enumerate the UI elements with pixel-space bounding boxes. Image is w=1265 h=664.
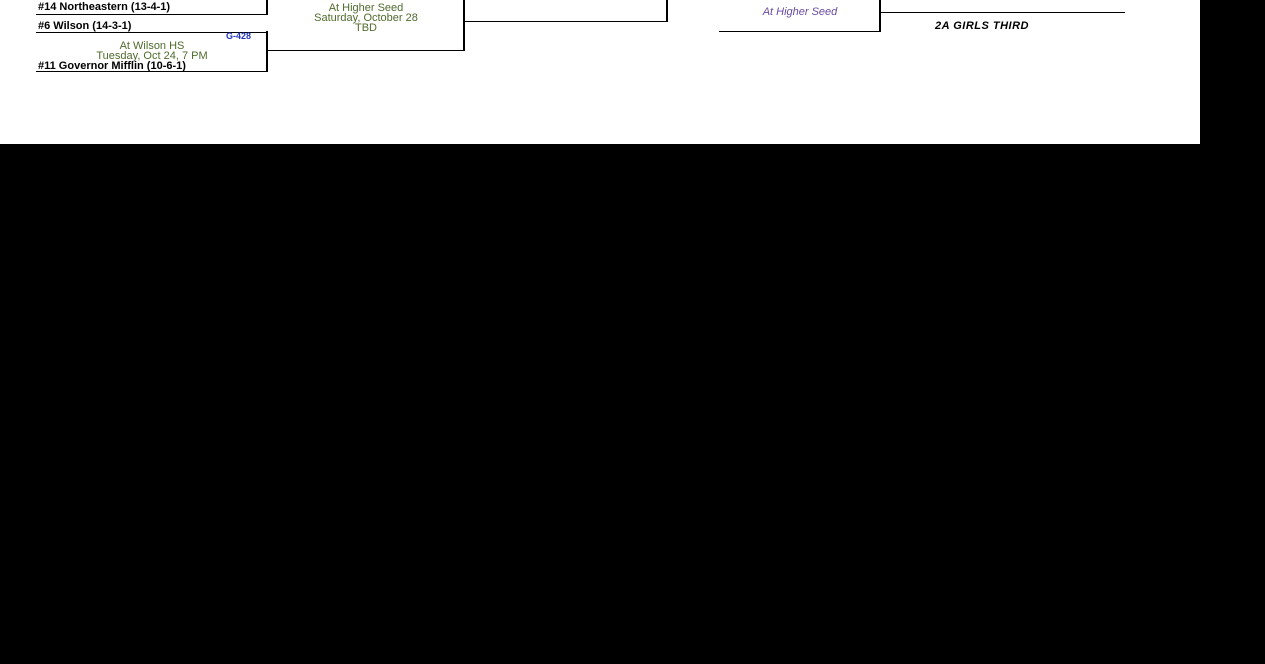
middle-game-venue: At Higher Seed [328, 2, 404, 14]
middle-game-time: TBD [355, 22, 377, 34]
bracket-connector [879, 0, 881, 32]
bracket-line [36, 32, 268, 33]
bracket-line [464, 21, 668, 22]
bracket-connector [463, 0, 465, 51]
bracket-line [36, 71, 268, 72]
bracket-sheet: #14 Northeastern (13-4-1) #6 Wilson (14-… [0, 0, 1200, 144]
game-datetime: Tuesday, Oct 24, 7 PM [96, 50, 208, 62]
bracket-connector [666, 0, 668, 22]
bracket-line [36, 14, 268, 15]
middle-game-number-cut [424, 0, 462, 2]
bracket-connector [266, 31, 268, 72]
bracket-connector [266, 0, 268, 15]
bracket-line [880, 12, 1125, 13]
game-venue: At Wilson HS [119, 40, 185, 52]
team-governor-mifflin: #11 Governor Mifflin (10-6-1) [38, 60, 186, 72]
team-northeastern: #14 Northeastern (13-4-1) [38, 1, 171, 13]
third-place-label: 2A GIRLS THIRD [935, 20, 1029, 32]
bracket-line [719, 31, 881, 32]
bracket-line [268, 50, 464, 51]
team-wilson: #6 Wilson (14-3-1) [38, 20, 132, 32]
middle-game-date: Saturday, October 28 [314, 12, 418, 24]
third-game-venue: At Higher Seed [762, 6, 838, 18]
game-number: G-428 [226, 31, 252, 41]
